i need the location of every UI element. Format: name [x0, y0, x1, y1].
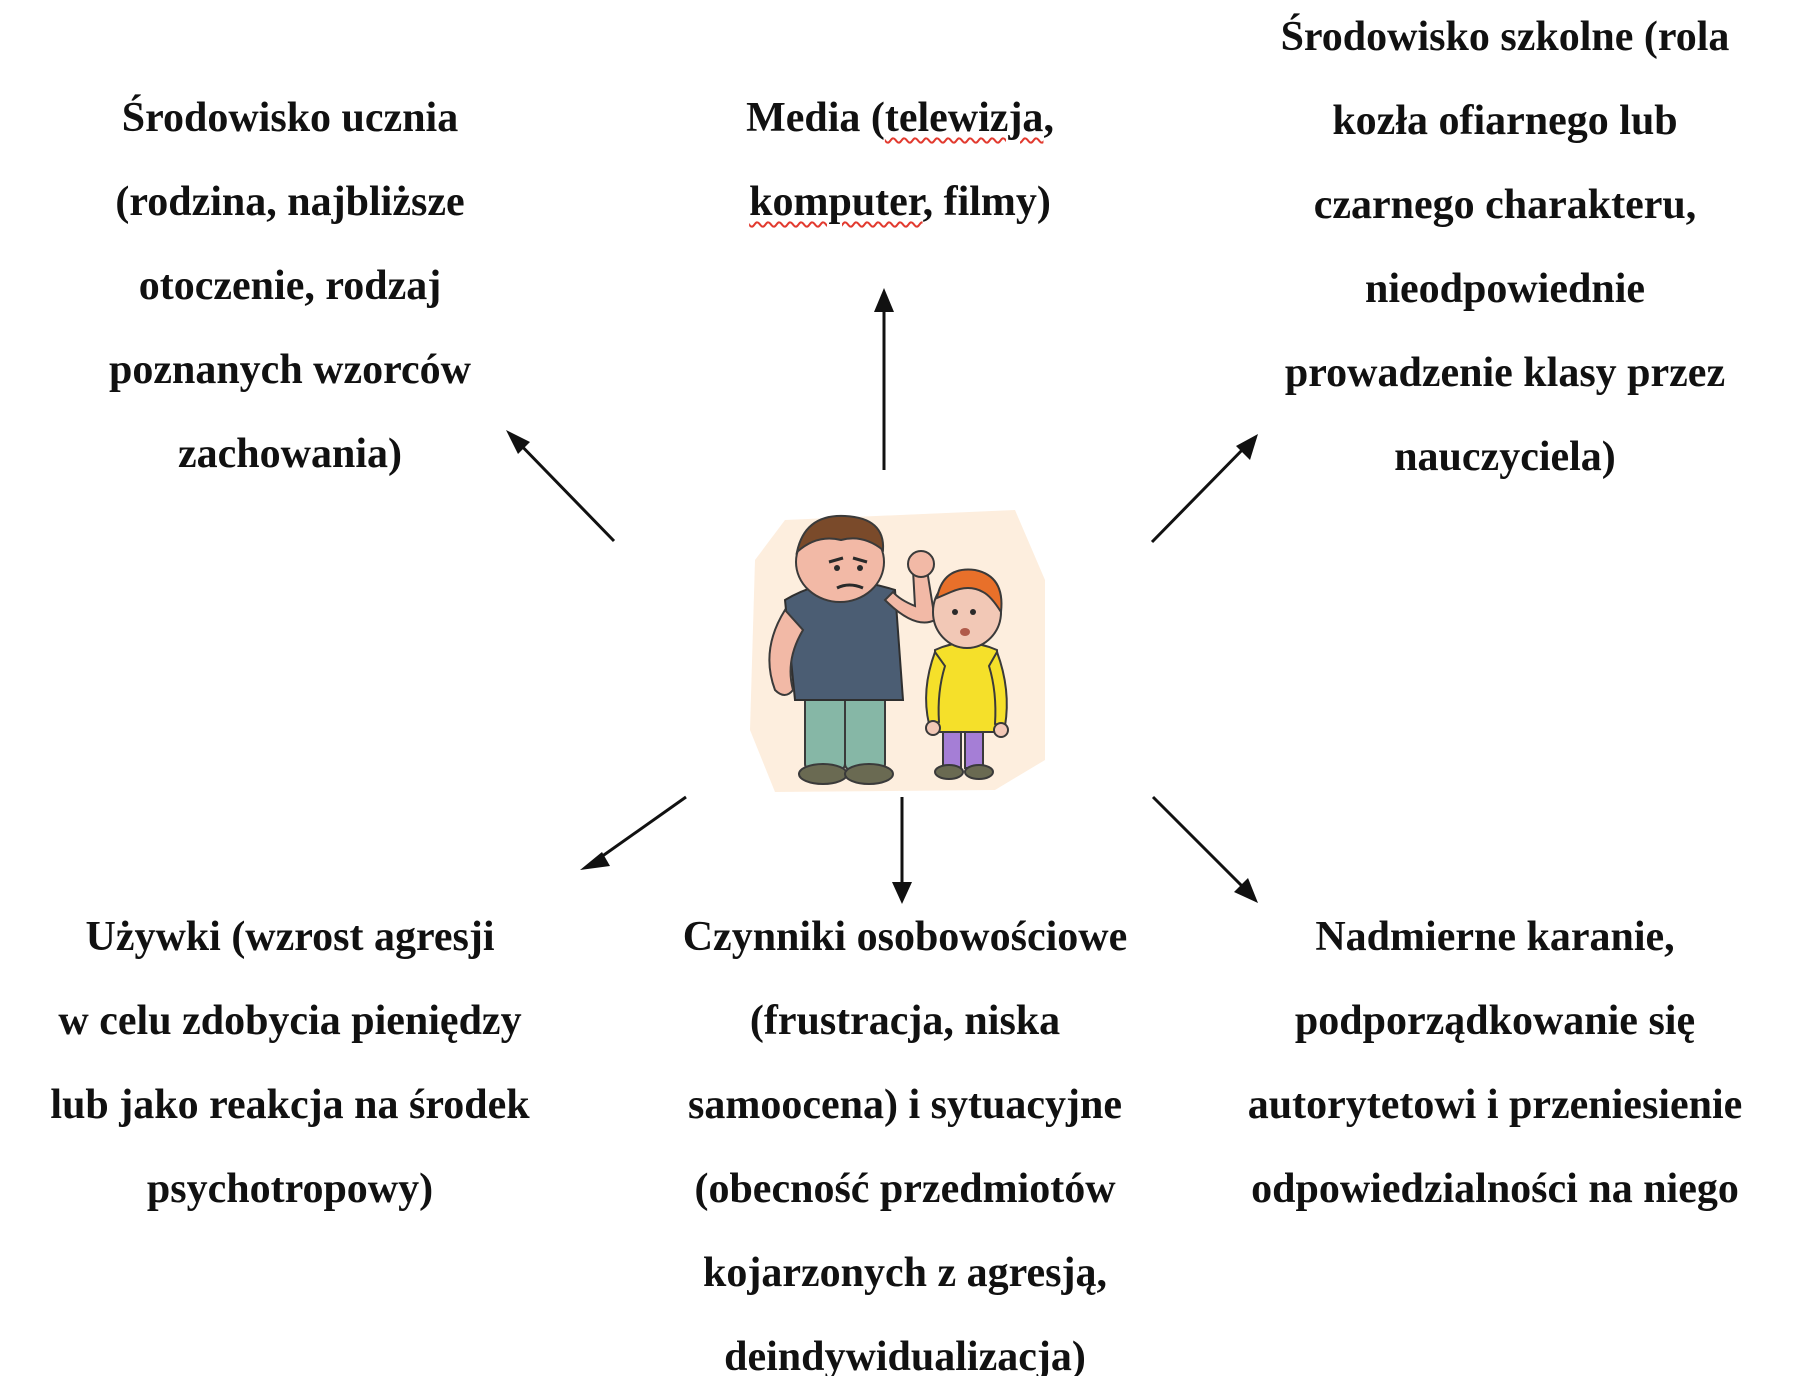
arrowhead-srodowisko-ucznia	[506, 430, 530, 454]
node-line: w celu zdobycia pieniędzy	[58, 998, 522, 1044]
arrow-to-karanie	[1151, 795, 1248, 892]
node-line: odpowiedzialności na niego	[1251, 1166, 1739, 1212]
node-line: otoczenie, rodzaj	[138, 263, 442, 309]
node-uzywki: Używki (wzrost agresji w celu zdobycia p…	[0, 895, 580, 1231]
node-line: deindywidualizacja)	[724, 1334, 1086, 1376]
text-fragment: , filmy)	[922, 179, 1051, 225]
node-srodowisko-szkolne: Środowisko szkolne (rola kozła ofiarnego…	[1210, 0, 1796, 499]
arrow-to-srodowisko-ucznia	[510, 434, 616, 543]
text-fragment: ,	[1043, 95, 1054, 141]
node-line: zachowania)	[178, 431, 402, 477]
node-line: poznanych wzorców	[108, 347, 472, 393]
node-line: nauczyciela)	[1394, 434, 1616, 480]
node-media: Media (telewizja, komputer, filmy)	[640, 76, 1160, 244]
node-karanie: Nadmierne karanie, podporządkowanie się …	[1195, 895, 1795, 1231]
node-line: psychotropowy)	[146, 1166, 434, 1212]
spellcheck-word: telewizja	[884, 95, 1044, 141]
node-srodowisko-ucznia: Środowisko ucznia (rodzina, najbliższe o…	[40, 76, 540, 496]
node-line: Używki (wzrost agresji	[85, 914, 495, 960]
arrow-to-uzywki	[593, 795, 687, 864]
node-line: podporządkowanie się	[1294, 998, 1696, 1044]
node-line: autorytetowi i przeniesienie	[1247, 1082, 1743, 1128]
spellcheck-word: komputer	[749, 179, 923, 225]
arrowhead-uzywki	[580, 852, 610, 870]
bully-cartoon-illustration	[750, 510, 1045, 792]
node-line: Środowisko ucznia	[121, 95, 459, 141]
node-line: prowadzenie klasy przez	[1284, 350, 1726, 396]
arrowhead-media	[874, 288, 894, 312]
node-line: lub jako reakcja na środek	[50, 1082, 530, 1128]
arrowhead-czynniki	[892, 882, 912, 904]
node-line: Nadmierne karanie,	[1315, 914, 1675, 960]
arrowhead-srodowisko-szkolne	[1236, 434, 1258, 460]
node-line: kojarzonych z agresją,	[703, 1250, 1107, 1296]
node-line: (rodzina, najbliższe	[115, 179, 465, 225]
node-czynniki: Czynniki osobowościowe (frustracja, nisk…	[620, 895, 1190, 1376]
node-line: samoocena) i sytuacyjne	[688, 1082, 1122, 1128]
node-line: kozła ofiarnego lub	[1332, 98, 1678, 144]
node-line: Media (telewizja,	[640, 76, 1160, 160]
arrowhead-karanie	[1234, 878, 1258, 903]
node-line: nieodpowiednie	[1364, 266, 1646, 312]
node-line: komputer, filmy)	[640, 160, 1160, 244]
node-line: (obecność przedmiotów	[694, 1166, 1116, 1212]
node-line: (frustracja, niska	[749, 998, 1061, 1044]
text-fragment: Media (	[746, 95, 885, 141]
node-line: Czynniki osobowościowe	[682, 914, 1128, 960]
arrow-to-srodowisko-szkolne	[1150, 442, 1250, 544]
node-line: Środowisko szkolne (rola	[1280, 14, 1730, 60]
node-line: czarnego charakteru,	[1313, 182, 1697, 228]
